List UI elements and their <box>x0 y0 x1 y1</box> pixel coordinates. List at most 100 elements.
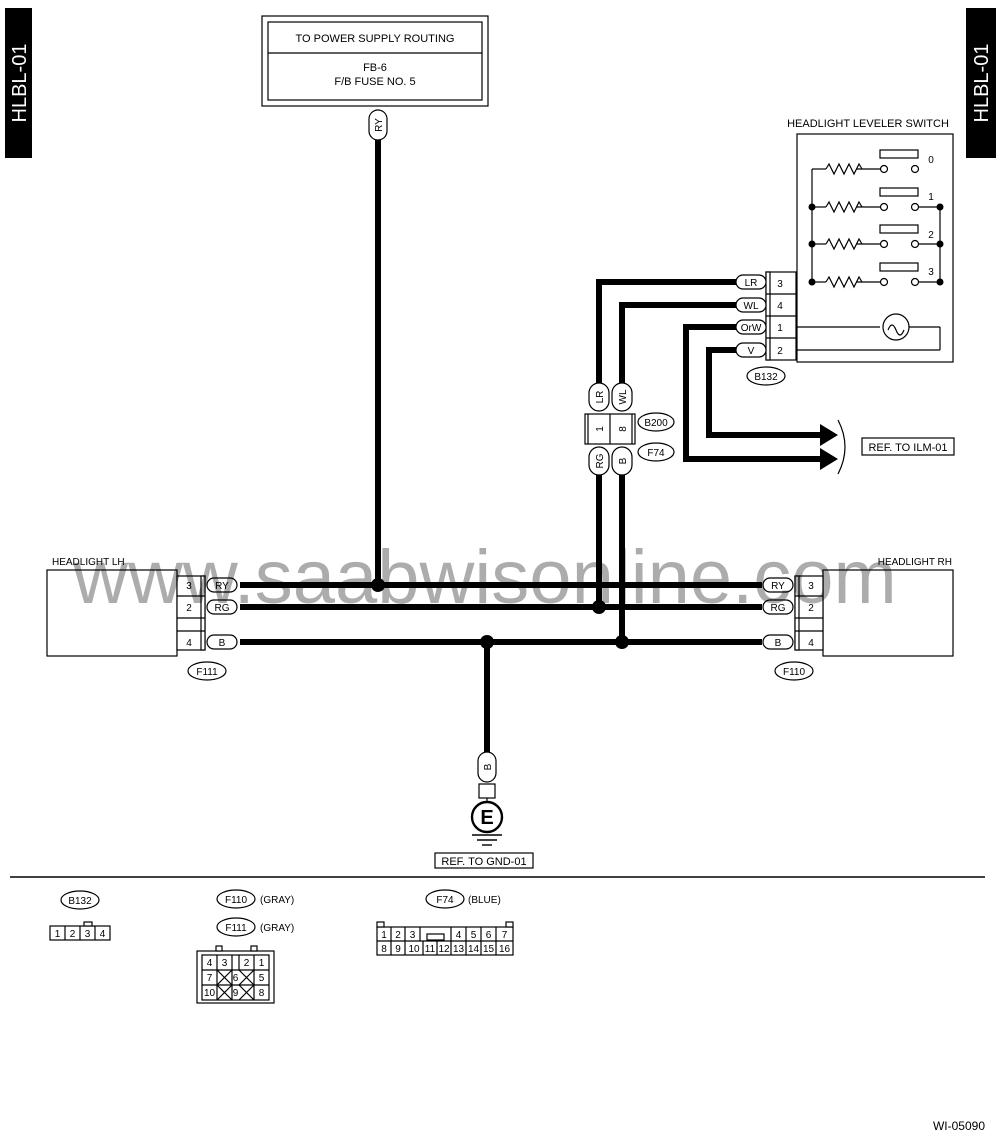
ilm-arrows: REF. TO ILM-01 <box>820 419 955 475</box>
svg-text:2: 2 <box>70 929 76 940</box>
inline-label-b: B <box>618 457 629 464</box>
splice-b-ground <box>480 635 494 649</box>
svg-text:RY: RY <box>374 118 385 132</box>
switch-wire-lr: LR <box>745 278 758 289</box>
rh-pin-4: 4 <box>808 638 814 649</box>
tab-right-label: HLBL-01 <box>971 44 993 123</box>
svg-text:9: 9 <box>395 944 401 955</box>
headlight-lh-title: HEADLIGHT LH <box>52 557 125 568</box>
legend-f110-color: (GRAY) <box>260 895 294 906</box>
connector-f74-tag: F74 <box>647 448 665 459</box>
inline-label-wl: WL <box>618 389 629 404</box>
rh-pin-2: 2 <box>808 603 814 614</box>
legend-b132: B132 1 2 3 4 <box>49 890 111 941</box>
wires <box>240 140 822 752</box>
rh-wire-b: B <box>775 638 782 649</box>
splice-points <box>371 578 629 649</box>
ground-symbol-label: E <box>480 807 493 829</box>
wire-label-ry-top: RY <box>368 109 388 141</box>
arrow-orw-icon <box>820 448 838 470</box>
headlight-rh-title: HEADLIGHT RH <box>878 557 952 568</box>
svg-text:9: 9 <box>233 988 239 999</box>
switch-position-1: 1 <box>928 192 934 203</box>
svg-text:5: 5 <box>471 930 477 941</box>
tab-left: HLBL-01 <box>5 8 32 158</box>
ground: B E REF. TO GND-01 <box>434 751 534 869</box>
legend-f111-color: (GRAY) <box>260 923 294 934</box>
switch-wire-v: V <box>748 346 755 357</box>
svg-text:11: 11 <box>425 944 436 955</box>
legend-b132-name: B132 <box>68 896 92 907</box>
switch-position-3: 3 <box>928 267 934 278</box>
svg-text:4: 4 <box>207 958 213 969</box>
splice-rg <box>592 600 606 614</box>
connector-b132-tag: B132 <box>754 372 778 383</box>
power-supply-box: TO POWER SUPPLY ROUTING FB-6 F/B FUSE NO… <box>261 15 489 107</box>
svg-text:7: 7 <box>207 973 213 984</box>
wire-wl <box>619 302 736 385</box>
svg-text:13: 13 <box>453 944 465 955</box>
rh-pin-3: 3 <box>808 581 814 592</box>
ground-wire-b: B <box>483 763 494 770</box>
legend-f74: F74 (BLUE) 1 2 3 4 5 6 7 8 9 10 11 12 13… <box>376 889 514 956</box>
svg-text:5: 5 <box>259 973 265 984</box>
ground-e-icon <box>470 800 504 834</box>
svg-text:16: 16 <box>499 944 511 955</box>
svg-text:10: 10 <box>408 944 420 955</box>
svg-text:7: 7 <box>502 930 508 941</box>
svg-text:10: 10 <box>204 988 216 999</box>
power-box-fuse-block: FB-6 <box>363 62 387 74</box>
svg-text:2: 2 <box>244 958 250 969</box>
tab-left-label: HLBL-01 <box>9 44 31 123</box>
svg-text:8: 8 <box>381 944 387 955</box>
power-box-fuse-number: F/B FUSE NO. 5 <box>334 76 415 88</box>
connector-f110-tag: F110 <box>783 667 805 678</box>
figure-id: WI-05090 <box>933 1119 985 1133</box>
splice-ry <box>371 578 385 592</box>
svg-text:14: 14 <box>468 944 480 955</box>
switch-pin-1: 1 <box>777 323 783 334</box>
legend-f74-color: (BLUE) <box>468 895 501 906</box>
inline-label-rg: RG <box>595 453 606 468</box>
svg-text:12: 12 <box>438 944 450 955</box>
switch-wire-orw: OrW <box>741 323 762 334</box>
switch-wire-wl: WL <box>744 301 759 312</box>
svg-text:3: 3 <box>222 958 228 969</box>
connector-f111-tag: F111 <box>196 667 218 678</box>
svg-text:6: 6 <box>486 930 492 941</box>
svg-text:1: 1 <box>55 929 61 940</box>
lh-wire-ry: RY <box>215 581 229 592</box>
legend-f110-name: F110 <box>225 895 247 906</box>
lh-pin-4: 4 <box>186 638 192 649</box>
legend-f110-f111: F110 (GRAY) F111 (GRAY) 4 3 2 1 7 6 5 10… <box>196 889 294 1004</box>
switch-position-2: 2 <box>928 230 934 241</box>
inline-connector: LR WL 1 8 RG B B200 F74 <box>584 382 675 476</box>
connector-b200-tag: B200 <box>644 418 668 429</box>
inline-pin-1: 1 <box>595 426 606 432</box>
svg-text:4: 4 <box>456 930 462 941</box>
svg-text:1: 1 <box>381 930 387 941</box>
inline-pin-8: 8 <box>618 426 629 432</box>
svg-text:3: 3 <box>410 930 416 941</box>
watermark: www.saabwisonline.com <box>72 535 897 620</box>
arrow-v-icon <box>820 424 838 446</box>
rh-wire-rg: RG <box>771 603 786 614</box>
lh-pin-2: 2 <box>186 603 192 614</box>
lh-wire-b: B <box>219 638 226 649</box>
switch-pin-2: 2 <box>777 346 783 357</box>
wire-orw <box>683 324 822 462</box>
switch-title: HEADLIGHT LEVELER SWITCH <box>787 118 949 130</box>
switch-pin-3: 3 <box>777 279 783 290</box>
ref-ilm-label: REF. TO ILM-01 <box>868 442 947 454</box>
lh-wire-rg: RG <box>215 603 230 614</box>
svg-text:2: 2 <box>395 930 401 941</box>
illumination-bulb-icon <box>882 313 910 341</box>
headlight-lh: HEADLIGHT LH 3 2 4 RY RG B F111 <box>46 557 238 681</box>
rh-wire-ry: RY <box>771 581 785 592</box>
svg-text:1: 1 <box>259 958 265 969</box>
ref-gnd-label: REF. TO GND-01 <box>441 856 526 868</box>
lh-pin-3: 3 <box>186 581 192 592</box>
legend-f111-name: F111 <box>225 923 247 934</box>
splice-b-inline <box>615 635 629 649</box>
